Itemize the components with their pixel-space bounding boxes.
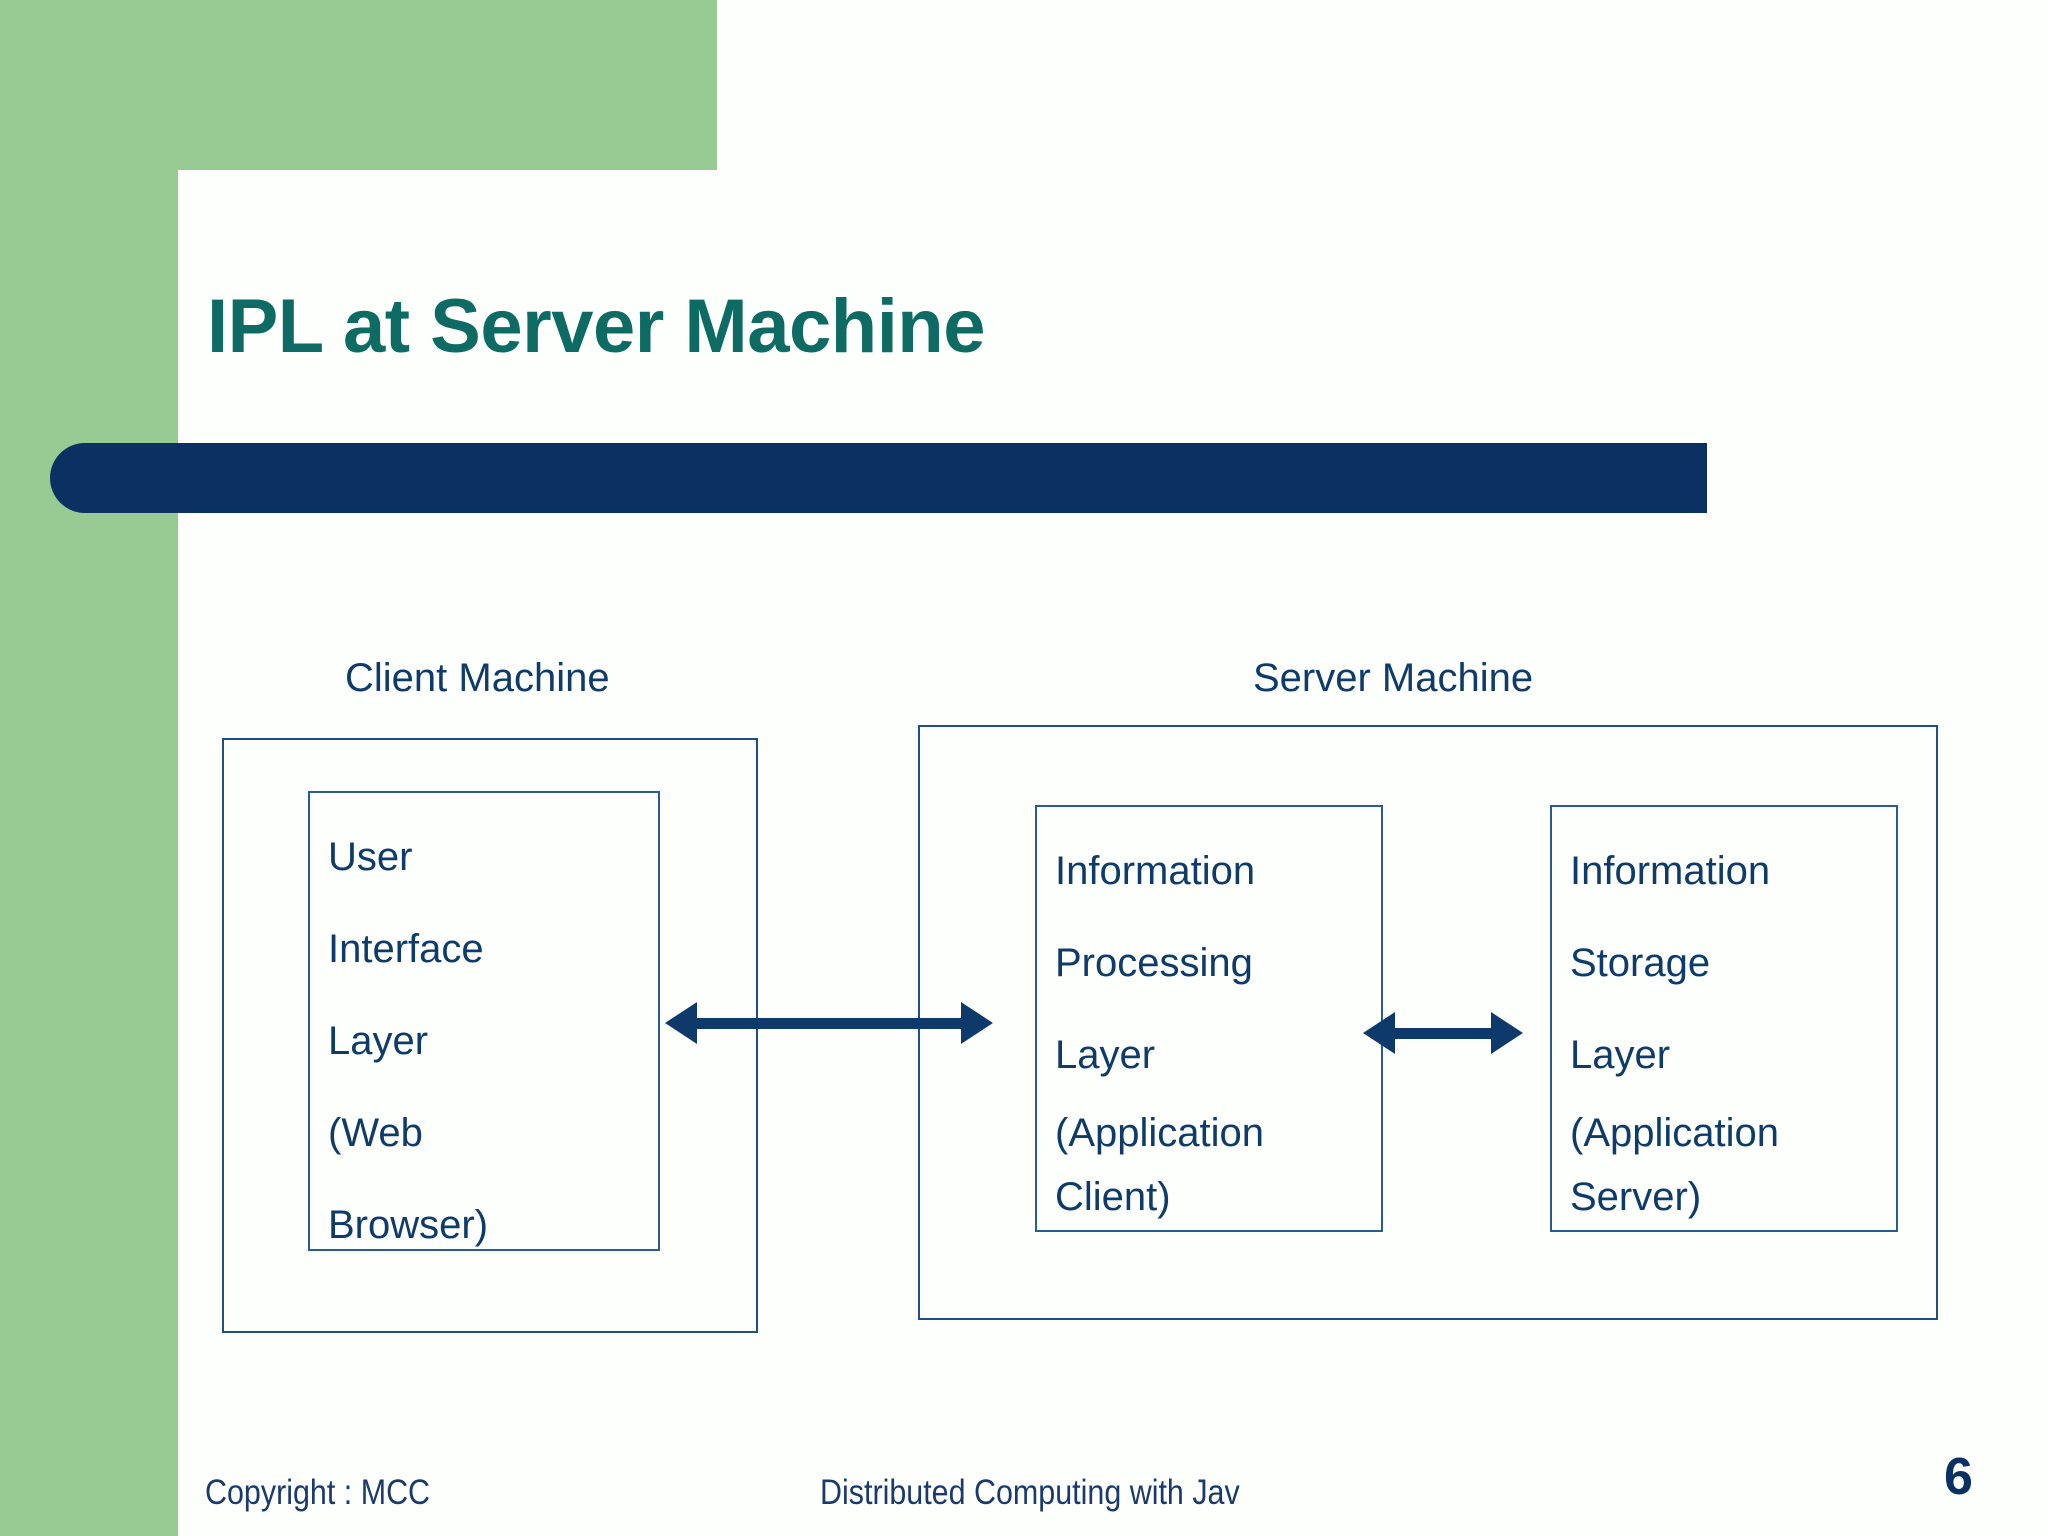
box-line: Layer [1055, 1033, 1156, 1077]
box-line: Server) [1570, 1175, 1702, 1219]
client-machine-label: Client Machine [345, 656, 610, 700]
user-interface-layer-box: User Interface Layer (Web Browser) [308, 791, 660, 1251]
box-line: Processing [1055, 941, 1253, 985]
information-processing-layer-box: Information Processing Layer (Applicatio… [1035, 805, 1383, 1232]
server-machine-label: Server Machine [1253, 656, 1534, 700]
information-storage-layer-box: Information Storage Layer (Application S… [1550, 805, 1898, 1232]
box-line: Layer [328, 1019, 429, 1063]
green-left-strip [0, 0, 178, 1536]
box-line: Information [1570, 849, 1771, 893]
box-line: Interface [328, 927, 484, 971]
page-title: IPL at Server Machine [207, 284, 986, 369]
footer-course-title: Distributed Computing with Jav [820, 1473, 1240, 1512]
box-line: (Web [328, 1111, 423, 1155]
box-line: Browser) [328, 1203, 489, 1247]
box-line: (Application [1570, 1111, 1780, 1155]
box-line: Storage [1570, 941, 1711, 985]
arrow-shaft [691, 1018, 967, 1029]
box-line: (Application [1055, 1111, 1265, 1155]
white-rounded-panel [178, 170, 2048, 1536]
page-number: 6 [1944, 1448, 1973, 1506]
arrow-head-right-icon [1491, 1012, 1523, 1054]
box-line: Information [1055, 849, 1256, 893]
box-line: Client) [1055, 1175, 1171, 1219]
box-line: User [328, 835, 413, 879]
arrow-head-right-icon [961, 1002, 993, 1044]
footer-copyright: Copyright : MCC [205, 1473, 431, 1512]
client-machine-box [222, 738, 758, 1333]
arrow-shaft [1389, 1028, 1497, 1039]
title-underline-bar [50, 443, 1707, 513]
box-line: Layer [1570, 1033, 1671, 1077]
